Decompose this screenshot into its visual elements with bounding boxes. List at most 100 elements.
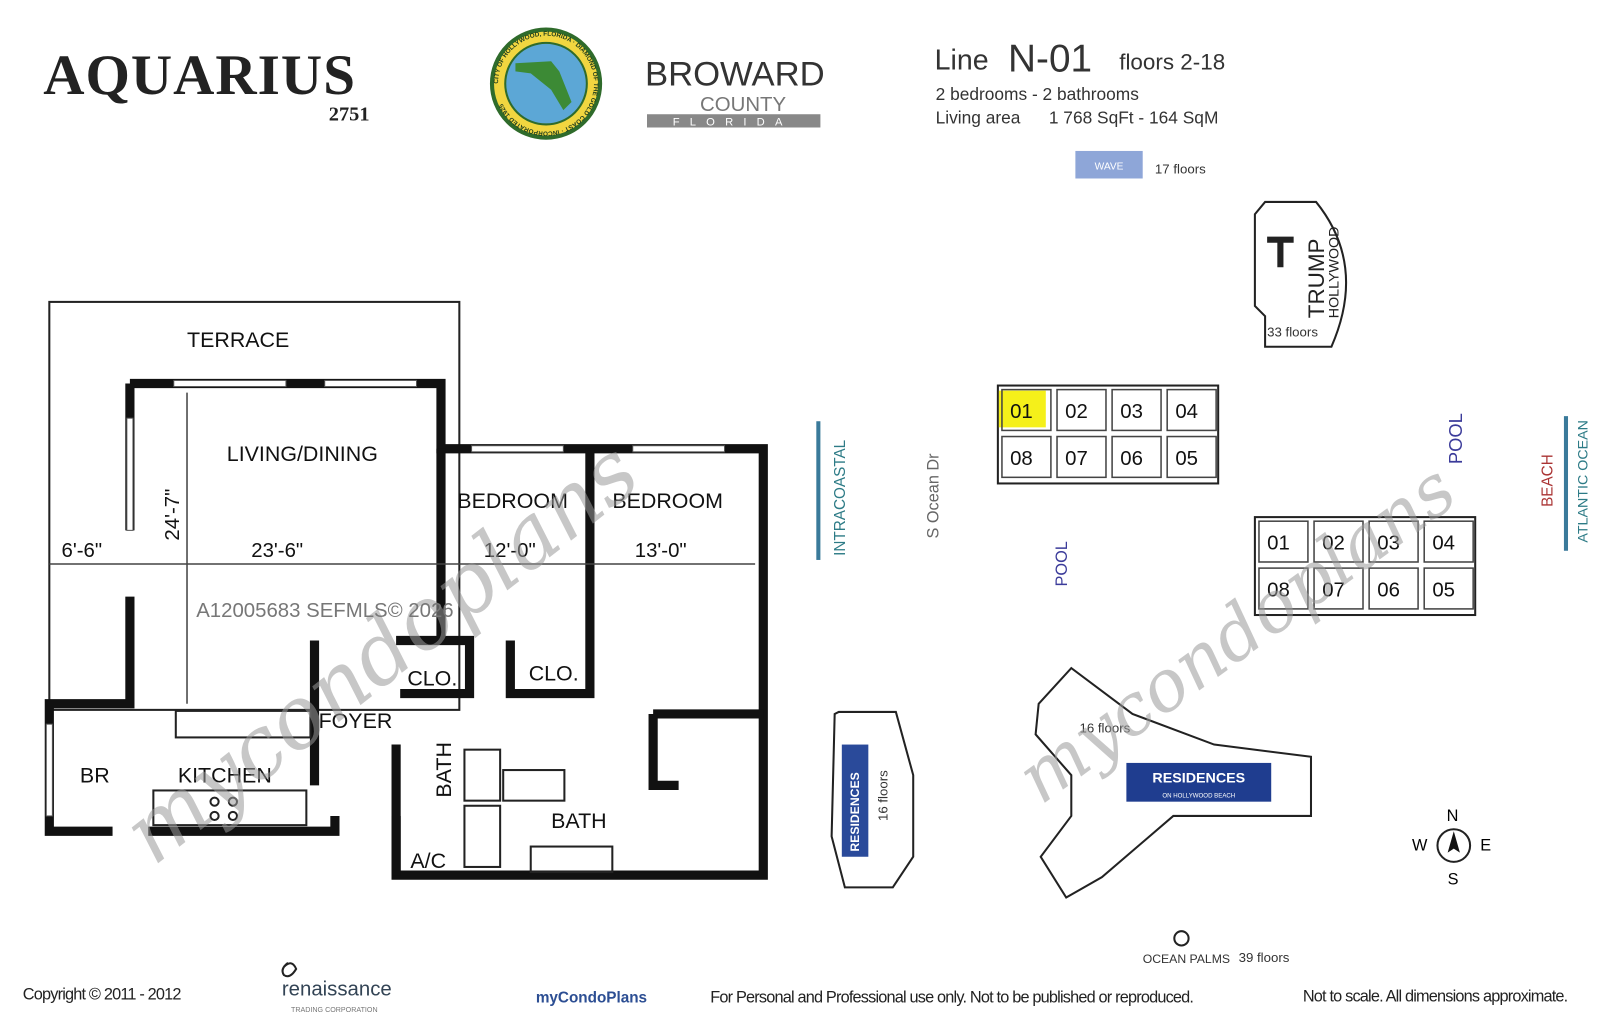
trump-building (1253, 200, 1348, 348)
svg-text:ON HOLLYWOOD BEACH: ON HOLLYWOOD BEACH (1162, 793, 1235, 800)
svg-text:16 floors: 16 floors (876, 770, 891, 821)
ocean-palms-logo (1173, 930, 1190, 947)
living-area-label: Living area (936, 107, 1021, 127)
compass-icon: N S E W (1412, 807, 1491, 888)
svg-text:S: S (1448, 870, 1459, 888)
wave-floors: 17 floors (1155, 161, 1206, 176)
second-unit-01 (1258, 520, 1309, 563)
aquarius-unit-label: 08 (1010, 448, 1033, 470)
pool-left-label: POOL (1053, 541, 1071, 586)
second-unit-04 (1423, 520, 1474, 563)
room-bedroom-1: BEDROOM (457, 489, 568, 513)
room-terrace: TERRACE (187, 328, 289, 352)
aquarius-unit-label: 01 (1010, 401, 1033, 423)
second-unit-label: 06 (1377, 580, 1400, 602)
aquarius-unit-06 (1111, 435, 1162, 479)
site-plan: WAVE 17 floors TRUMP HOLLYWOOD 33 floors… (816, 150, 1591, 966)
beach-label: BEACH (1540, 454, 1557, 507)
svg-text:BROWARD: BROWARD (645, 56, 825, 94)
svg-text:W: W (1412, 837, 1428, 855)
svg-text:33 floors: 33 floors (1267, 325, 1318, 340)
beds-baths: 2 bedrooms - 2 bathrooms (936, 84, 1140, 104)
pool-right-label: POOL (1445, 413, 1466, 464)
dim-living-width: 23'-6" (251, 540, 303, 562)
svg-text:HOLLYWOOD: HOLLYWOOD (1327, 227, 1343, 319)
aquarius-unit-label: 05 (1175, 448, 1198, 470)
dim-terrace-width: 6'-6" (62, 540, 103, 562)
svg-text:OCEAN PALMS: OCEAN PALMS (1143, 952, 1230, 966)
mycondoplans-logo: myCondoPlans (536, 990, 647, 1007)
second-unit-08 (1258, 567, 1309, 610)
room-closet-1: CLO. (407, 666, 457, 690)
mls-watermark: A12005683 SEFMLS© 2026 (196, 600, 453, 622)
aquarius-unit-08 (1001, 435, 1052, 479)
aquarius-unit-label: 04 (1175, 401, 1198, 423)
building-number: 2751 (329, 103, 370, 125)
svg-text:16 floors: 16 floors (1079, 720, 1130, 735)
second-unit-label: 04 (1432, 533, 1455, 555)
floors-range: floors 2-18 (1119, 49, 1225, 74)
second-unit-label: 03 (1377, 533, 1400, 555)
aquarius-unit-04 (1166, 388, 1217, 432)
living-area-value: 1 768 SqFt - 164 SqM (1049, 107, 1219, 127)
second-unit-label: 08 (1267, 580, 1290, 602)
renaissance-logo: renaissance (282, 978, 392, 1000)
second-unit-05 (1423, 567, 1474, 610)
svg-text:RESIDENCES: RESIDENCES (1152, 770, 1245, 786)
room-kitchen: KITCHEN (178, 763, 272, 787)
second-unit-07 (1313, 567, 1364, 610)
usage-note: For Personal and Professional use only. … (710, 989, 1193, 1007)
svg-text:WAVE: WAVE (1095, 161, 1124, 172)
intracoastal-label: INTRACOASTAL (832, 440, 849, 556)
svg-text:N: N (1447, 807, 1459, 825)
room-bath-2: BATH (551, 809, 607, 833)
aquarius-unit-label: 02 (1065, 401, 1088, 423)
street-label: S Ocean Dr (925, 453, 943, 539)
ocean-label: ATLANTIC OCEAN (1575, 420, 1591, 543)
aquarius-unit-label: 03 (1120, 401, 1143, 423)
svg-text:RESIDENCES: RESIDENCES (848, 772, 862, 851)
dim-bedroom2-width: 13'-0" (635, 540, 687, 562)
room-closet-2: CLO. (529, 661, 579, 685)
selected-unit-highlight (998, 390, 1046, 428)
aquarius-unit-label: 07 (1065, 448, 1088, 470)
svg-text:TRUMP: TRUMP (1304, 239, 1329, 319)
broward-county-logo: BROWARD COUNTY FLORIDA (645, 56, 825, 129)
svg-text:E: E (1480, 837, 1491, 855)
line-label: Line (935, 44, 989, 76)
second-unit-label: 05 (1432, 580, 1455, 602)
svg-text:39 floors: 39 floors (1239, 950, 1290, 965)
dim-bedroom1-width: 12'-0" (484, 540, 536, 562)
floor-plan: TERRACE LIVING/DINING BEDROOM BEDROOM CL… (44, 300, 768, 880)
svg-text:COUNTY: COUNTY (700, 94, 786, 116)
renaissance-logo-icon (281, 962, 298, 978)
room-ac: A/C (410, 849, 446, 873)
room-br: BR (80, 763, 110, 787)
second-building (1253, 516, 1477, 617)
aquarius-building (996, 384, 1220, 485)
second-unit-02 (1313, 520, 1364, 563)
aquarius-unit-07 (1056, 435, 1107, 479)
line-id: N-01 (1008, 37, 1092, 80)
svg-text:TRADING CORPORATION: TRADING CORPORATION (291, 1006, 378, 1014)
aquarius-unit-01 (1001, 388, 1052, 432)
residences-right-building (1034, 666, 1313, 899)
residences-left-building (830, 710, 915, 889)
room-bedroom-2: BEDROOM (612, 489, 723, 513)
wave-logo (1075, 150, 1143, 179)
dim-living-height: 24'-7" (162, 489, 184, 541)
aquarius-unit-label: 06 (1120, 448, 1143, 470)
aquarius-unit-02 (1056, 388, 1107, 432)
svg-text:FLORIDA: FLORIDA (673, 116, 793, 128)
copyright: Copyright © 2011 - 2012 (23, 986, 182, 1004)
second-unit-label: 02 (1322, 533, 1345, 555)
second-unit-03 (1368, 520, 1419, 563)
aquarius-unit-03 (1111, 388, 1162, 432)
second-unit-label: 07 (1322, 580, 1345, 602)
room-living-dining: LIVING/DINING (227, 442, 378, 466)
city-seal-logo: CITY OF HOLLYWOOD, FLORIDA · DIAMOND OF … (489, 27, 603, 140)
scale-note: Not to scale. All dimensions approximate… (1303, 988, 1568, 1006)
aquarius-unit-05 (1166, 435, 1217, 479)
building-name: AQUARIUS (43, 44, 356, 107)
